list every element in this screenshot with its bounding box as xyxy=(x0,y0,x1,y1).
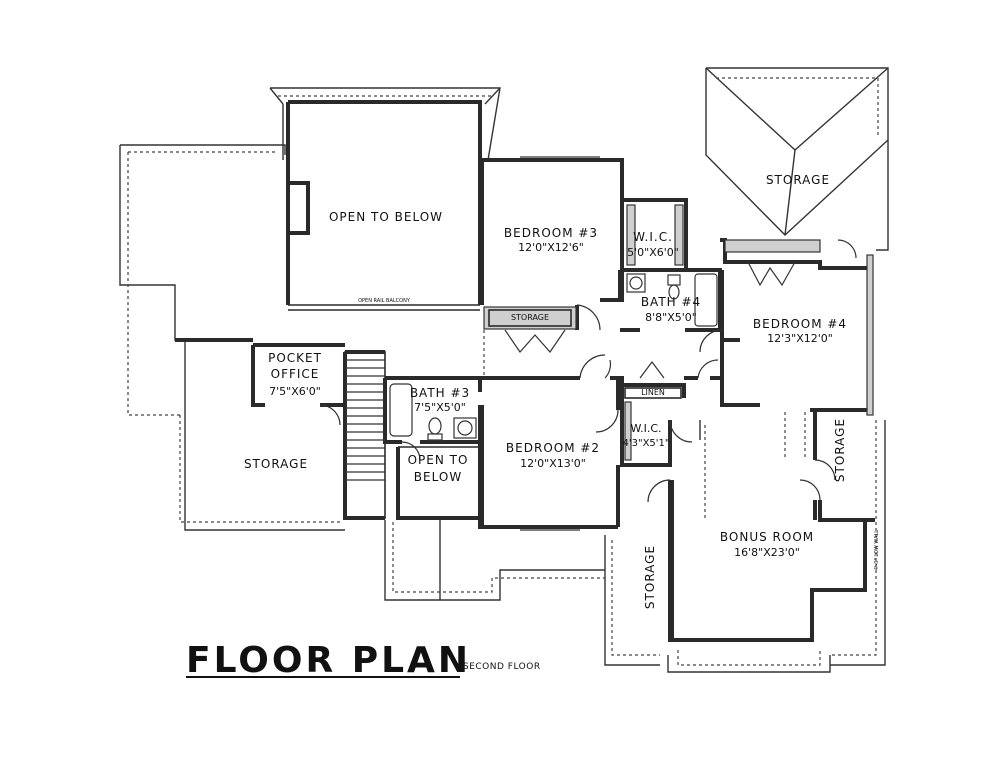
label-wic-mid: W.I.C. xyxy=(630,422,661,435)
label-bedroom-4: BEDROOM #4 xyxy=(753,317,847,331)
dims-bedroom-3: 12'0"X12'6" xyxy=(518,241,584,254)
label-linen: LINEN xyxy=(641,388,665,397)
label-bath-3: BATH #3 xyxy=(410,386,470,400)
dims-wic-mid: 4'3"X5'1" xyxy=(623,438,670,449)
label-open-to-below-small-1: OPEN TO xyxy=(408,453,469,467)
label-storage-right-vertical: STORAGE xyxy=(833,418,847,482)
label-pocket-office-2: OFFICE xyxy=(271,367,320,381)
label-bonus-room: BONUS ROOM xyxy=(720,530,814,544)
label-bedroom-3: BEDROOM #3 xyxy=(504,226,598,240)
fixtures xyxy=(427,156,874,531)
label-pocket-office-1: POCKET xyxy=(268,351,322,365)
title-block: FLOOR PLAN SECOND FLOOR xyxy=(186,640,541,681)
label-wic-top: W.I.C. xyxy=(633,230,673,244)
title-main: FLOOR PLAN xyxy=(186,640,471,681)
label-side-note: 4'-0" LOW WALL xyxy=(874,530,880,570)
label-storage-bottom-vertical: STORAGE xyxy=(643,545,657,609)
dims-bedroom-4: 12'3"X12'0" xyxy=(767,332,833,345)
label-storage-top-right: STORAGE xyxy=(766,173,830,187)
title-sub: SECOND FLOOR xyxy=(463,662,541,672)
label-storage-left: STORAGE xyxy=(244,457,308,471)
dims-pocket-office: 7'5"X6'0" xyxy=(269,385,321,398)
dims-bath-3: 7'5"X5'0" xyxy=(414,401,466,414)
dims-wic-top: 5'0"X6'0" xyxy=(627,246,679,259)
label-storage-hall: STORAGE xyxy=(511,313,549,322)
dims-bonus-room: 16'8"X23'0" xyxy=(734,546,800,559)
label-bedroom-2: BEDROOM #2 xyxy=(506,441,600,455)
label-open-to-below-main: OPEN TO BELOW xyxy=(329,210,443,224)
dims-bedroom-2: 12'0"X13'0" xyxy=(520,457,586,470)
room-labels: OPEN TO BELOW OPEN RAIL BALCONY BEDROOM … xyxy=(244,173,880,609)
label-open-to-below-small-2: BELOW xyxy=(414,470,462,484)
walls xyxy=(175,100,875,642)
label-open-rail-balcony: OPEN RAIL BALCONY xyxy=(358,298,411,304)
staircase xyxy=(344,351,386,519)
roof-outline xyxy=(119,67,889,673)
label-bath-4: BATH #4 xyxy=(641,295,701,309)
doors xyxy=(319,239,857,503)
dims-bath-4: 8'8"X5'0" xyxy=(645,311,697,324)
